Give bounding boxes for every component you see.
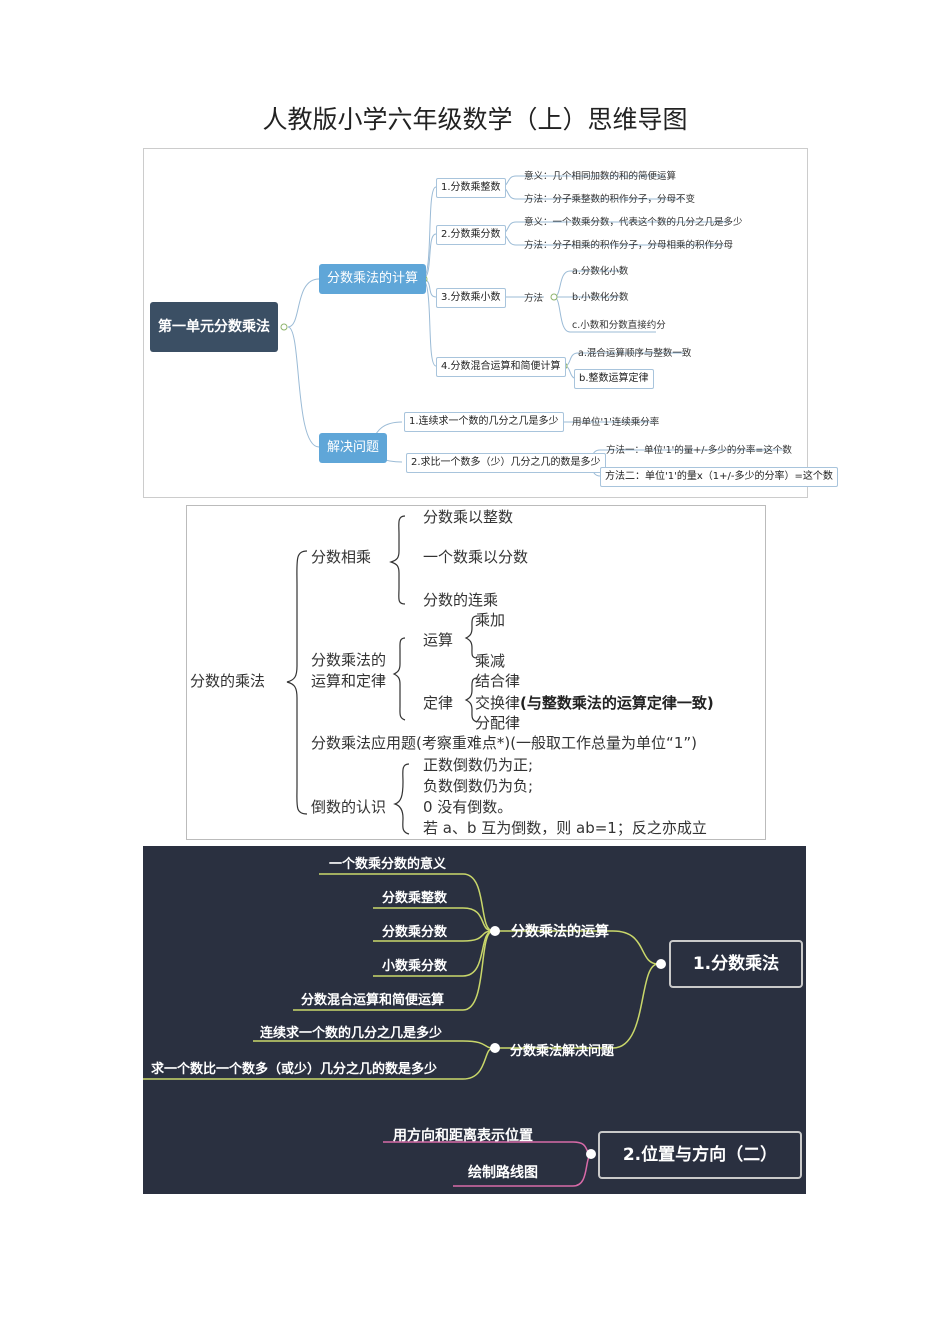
map1-n4b: b.整数运算定律 — [574, 369, 654, 389]
mind-map-unit-one: 第一单元分数乘法 分数乘法的计算 解决问题 1.分数乘整数 意义：几个相同加数的… — [143, 148, 838, 498]
map2-b4: 倒数的认识 — [311, 798, 387, 816]
map3-sub2: 分数乘法解决问题 — [510, 1044, 615, 1059]
map2-b2b2: 交换律 — [475, 694, 521, 712]
map2-root: 分数的乘法 — [190, 672, 266, 690]
map3-sub2-item: 求一个数比一个数多（或少）几分之几的数是多少 — [151, 1062, 438, 1077]
map1-calc-node: 分数乘法的计算 — [319, 264, 427, 294]
map1-n3: 3.分数乘小数 — [436, 288, 506, 308]
map2-b3: 分数乘法应用题(考察重难点*)(一般取工作总量为单位“1”) — [311, 734, 697, 752]
map1-n3b: b.小数化分数 — [572, 292, 629, 303]
map3-sub2-dot — [490, 1043, 500, 1053]
map2-b4a: 正数倒数仍为正; — [423, 756, 534, 774]
map3-main2-item: 绘制路线图 — [468, 1165, 538, 1181]
map1-n4: 4.分数混合运算和简便计算 — [436, 357, 566, 377]
map2-b2b3: 分配律 — [475, 714, 521, 732]
map3-sub1-item: 一个数乘分数的意义 — [329, 857, 447, 872]
map1-n2: 2.分数乘分数 — [436, 225, 506, 245]
map2-b1a: 分数乘以整数 — [423, 508, 514, 526]
map2-b1b: 一个数乘以分数 — [423, 548, 529, 566]
brace-map-fraction-multiplication: 分数的乘法 分数相乘 分数乘以整数 一个数乘以分数 分数的连乘 分数乘法的 运算… — [186, 505, 766, 840]
map1-n3c: c.小数和分数直接约分 — [572, 320, 666, 331]
map3-sub1: 分数乘法的运算 — [511, 924, 609, 940]
map1-n1: 1.分数乘整数 — [436, 178, 506, 198]
map2-b4b: 负数倒数仍为负; — [423, 777, 534, 795]
map1-n3a: a.分数化小数 — [572, 266, 629, 277]
map3-sub1-item: 分数乘分数 — [382, 925, 448, 940]
map2-b4c: 0 没有倒数。 — [423, 798, 513, 816]
map1-n2a: 意义：一个数乘分数，代表这个数的几分之几是多少 — [524, 217, 743, 228]
map1-s2b: 方法二：单位'1'的量x（1+/-多少的分率）=这个数 — [600, 467, 838, 487]
map1-n2b: 方法：分子相乘的积作分子，分母相乘的积作分母 — [524, 240, 734, 251]
map2-b2a: 运算 — [423, 631, 454, 649]
map2-b2a2: 乘减 — [475, 652, 506, 670]
map2-b1c: 分数的连乘 — [423, 591, 499, 609]
map2-b2-line2: 运算和定律 — [311, 672, 387, 690]
map1-root: 第一单元分数乘法 — [150, 302, 278, 352]
map1-s2: 2.求比一个数多（少）几分之几的数是多少 — [406, 453, 606, 473]
map3-sub2-item: 连续求一个数的几分之几是多少 — [260, 1026, 443, 1041]
map2-b2-line1: 分数乘法的 — [311, 651, 387, 669]
map2-b1: 分数相乘 — [311, 548, 372, 566]
map3-main1: 1.分数乘法 — [669, 940, 803, 988]
map3-sub1-item: 分数混合运算和简便运算 — [301, 993, 445, 1008]
map2-b2b1: 结合律 — [475, 672, 521, 690]
map1-n1b: 方法：分子乘整数的积作分子，分母不变 — [524, 194, 696, 205]
map3-sub1-item: 分数乘整数 — [382, 891, 448, 906]
map2-braces — [286, 515, 478, 835]
map1-n4a: a.混合运算顺序与整数一致 — [578, 348, 692, 359]
document-title: 人教版小学六年级数学（上）思维导图 — [262, 105, 688, 134]
map1-s1a: 用单位'1'连续乘分率 — [572, 417, 660, 428]
map2-b4d: 若 a、b 互为倒数，则 ab=1；反之亦成立 — [423, 819, 707, 837]
map3-sub1-dot — [490, 926, 500, 936]
map3-main2-item: 用方向和距离表示位置 — [393, 1128, 533, 1144]
map1-n1a: 意义：几个相同加数的和的简便运算 — [524, 171, 677, 182]
map1-s1: 1.连续求一个数的几分之几是多少 — [404, 412, 564, 432]
map2-b2b2-row: 交换律(与整数乘法的运算定律一致) — [475, 692, 714, 713]
map2-b2a1: 乘加 — [475, 611, 506, 629]
map1-s2a: 方法一：单位'1'的量+/-多少的分率=这个数 — [606, 445, 792, 456]
map2-b2b: 定律 — [423, 694, 454, 712]
mind-map-dark: 1.分数乘法 2.位置与方向（二） 分数乘法的运算 分数乘法解决问题 一个数乘分… — [143, 846, 806, 1194]
map1-solve-node: 解决问题 — [319, 433, 388, 463]
map3-main2: 2.位置与方向（二） — [598, 1131, 802, 1179]
map1-n3-method: 方法 — [524, 293, 544, 304]
map3-sub1-item: 小数乘分数 — [382, 959, 448, 974]
map2-b2b2-note: (与整数乘法的运算定律一致) — [520, 694, 714, 712]
